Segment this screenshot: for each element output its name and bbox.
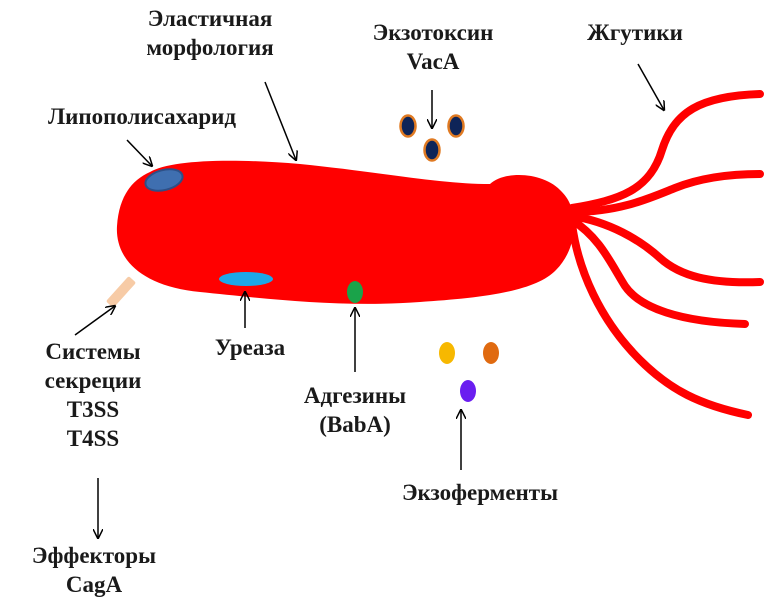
label-line: Уреаза [190,333,310,362]
label-line: Липополисахарид [12,102,272,131]
toxin-particle [401,116,416,137]
label-line: CagA [4,570,184,599]
arrow-lipopolysaccharide [127,140,152,166]
label-urease: Уреаза [190,333,310,362]
label-line: Эластичная [125,4,295,33]
exoenzyme-particles [439,342,499,402]
exoenzyme-yellow [439,342,455,364]
exoenzyme-orange [483,342,499,364]
label-line: VacA [353,47,513,76]
label-lipopolysaccharide: Липополисахарид [12,102,272,131]
label-line: секреции [8,366,178,395]
label-line: Экзоферменты [370,478,590,507]
flagellum-2 [572,174,760,212]
label-line: Системы [8,337,178,366]
label-exoenzymes: Экзоферменты [370,478,590,507]
toxin-particle [425,140,440,161]
label-line: T3SS [8,395,178,424]
secretion-system-shape [106,276,136,308]
label-adhesins: Адгезины (BabA) [280,381,430,439]
exoenzyme-violet [460,380,476,402]
label-elastic-morphology: Эластичная морфология [125,4,295,62]
label-line: морфология [125,33,295,62]
label-line: Жгутики [565,18,705,47]
label-line: Эффекторы [4,541,184,570]
label-line: Экзотоксин [353,18,513,47]
arrow-flagella [638,64,664,110]
label-flagella: Жгутики [565,18,705,47]
arrow-secretion-systems [75,306,115,335]
label-line: (BabA) [280,410,430,439]
toxin-particle [449,116,464,137]
label-effectors: Эффекторы CagA [4,541,184,599]
adhesin-shape [347,281,363,303]
label-exotoxin: Экзотоксин VacA [353,18,513,76]
label-secretion-systems: Системы секреции T3SS T4SS [8,337,178,453]
urease-shape [219,272,273,286]
flagella [572,94,760,415]
label-line: T4SS [8,424,178,453]
bacterium-body [117,161,574,304]
label-line: Адгезины [280,381,430,410]
